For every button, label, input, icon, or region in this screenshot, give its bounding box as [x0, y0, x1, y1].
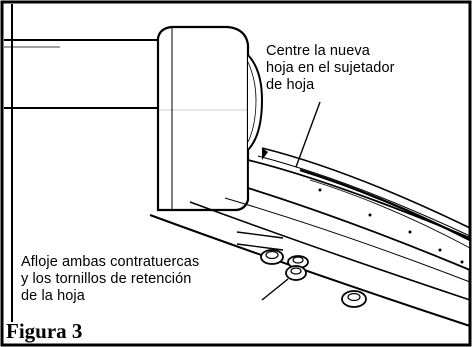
callout-bottom-line-2: y los tornillos de retención — [21, 271, 192, 287]
callout-top-line-3: de hoja — [266, 77, 315, 93]
figure-caption: Figura 3 — [6, 319, 83, 343]
callout-bottom-line-3: de la hoja — [21, 288, 85, 304]
retaining-screw-1 — [285, 265, 307, 281]
callout-loosen-nuts: Afloje ambas contratuercas y los tornill… — [21, 254, 199, 305]
retaining-screw-2 — [341, 290, 367, 308]
lock-nut-1 — [260, 249, 284, 265]
leader-line-bottom — [261, 278, 289, 301]
leader-line-top — [295, 101, 321, 168]
callout-center-blade: Centre la nueva hoja en el sujetador de … — [266, 43, 395, 94]
curved-blade — [247, 147, 471, 272]
blade-holder-block — [156, 25, 264, 212]
callout-top-line-2: hoja en el sujetador — [266, 60, 395, 76]
callout-top-line-1: Centre la nueva — [266, 43, 370, 59]
callout-bottom-line-1: Afloje ambas contratuercas — [21, 254, 200, 270]
